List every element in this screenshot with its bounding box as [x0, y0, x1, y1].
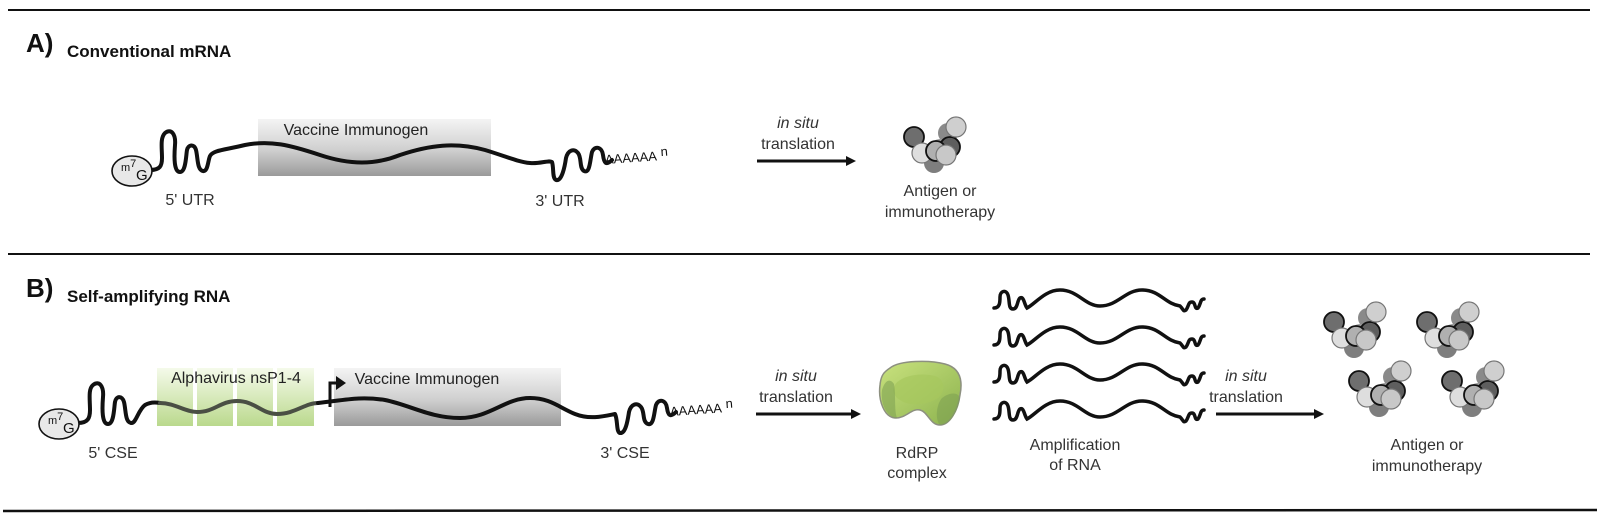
svg-text:n: n	[725, 396, 733, 411]
panel-b-letter: B)	[26, 273, 53, 303]
amplification-label-line2: of RNA	[1049, 457, 1101, 474]
panel-a: A) Conventional mRNA Vaccine Immunogen m…	[26, 28, 995, 221]
arrow-b2-line1: in situ	[1225, 368, 1267, 385]
utr5-label: 5' UTR	[165, 192, 214, 209]
antigen-subunit	[1458, 301, 1480, 323]
rna-copy	[992, 362, 1206, 387]
subgenomic-promoter-arrowhead	[336, 376, 346, 390]
product-b-line1: Antigen or	[1391, 437, 1465, 454]
rna-copy	[992, 325, 1206, 350]
sarna-strand-b	[76, 381, 162, 426]
nsp-segment-1	[157, 368, 193, 426]
subgenomic-promoter-arrow	[328, 381, 338, 407]
alphavirus-nsp-box	[157, 368, 314, 426]
vaccine-immunogen-label-b: Vaccine Immunogen	[355, 371, 500, 388]
antigen-cluster-a	[903, 116, 967, 173]
m7g-cap-superscript-a: m7	[121, 158, 136, 174]
antigen-subunit	[1390, 360, 1412, 382]
rdrp-label-line2: complex	[887, 465, 947, 482]
polya-tail-a: AAAAAA n	[604, 144, 668, 167]
cse5-label: 5' CSE	[88, 445, 137, 462]
mrna-strand-a	[148, 129, 614, 183]
rdrp-label-line1: RdRP	[896, 445, 939, 462]
svg-text:AAAAAA: AAAAAA	[604, 148, 657, 167]
nsp-segment-4	[277, 368, 314, 426]
antigen-subunit	[1473, 388, 1495, 410]
arrow-a-line1: in situ	[777, 115, 819, 132]
m7g-cap-a	[111, 155, 153, 187]
antigen-subunit	[945, 116, 967, 138]
antigen-subunit	[1380, 388, 1402, 410]
m7g-cap-superscript-b: m7	[48, 411, 63, 427]
amplified-rna-copies	[992, 288, 1206, 424]
panel-a-letter: A)	[26, 28, 53, 58]
alphavirus-nsp-label: Alphavirus nsP1-4	[171, 370, 301, 387]
vaccine-immunogen-label-a: Vaccine Immunogen	[284, 122, 429, 139]
antigen-subunit	[1448, 329, 1470, 351]
panel-a-title: Conventional mRNA	[67, 42, 231, 61]
amplification-label-line1: Amplification	[1030, 437, 1121, 454]
cse3-label: 3' CSE	[600, 445, 649, 462]
product-a-line2: immunotherapy	[885, 204, 995, 221]
panel-b: B) Self-amplifying RNA Alphavirus nsP1-4…	[26, 273, 1505, 482]
svg-text:n: n	[660, 144, 668, 159]
antigen-cluster-b1	[1323, 301, 1387, 358]
sarna-strand-b-replicase	[158, 398, 320, 417]
bottom-rule	[2, 508, 1598, 513]
antigen-subunit	[1355, 329, 1377, 351]
arrow-b1-line1: in situ	[775, 368, 817, 385]
rna-copy	[992, 288, 1206, 313]
antigen-subunit	[1365, 301, 1387, 323]
svg-text:AAAAAA: AAAAAA	[669, 400, 722, 419]
utr3-label: 3' UTR	[535, 193, 584, 210]
m7g-cap-b	[38, 408, 80, 440]
antigen-subunit	[1483, 360, 1505, 382]
m7g-cap-base-a: G	[136, 167, 148, 184]
m7g-cap-base-b: G	[63, 420, 75, 437]
rna-copy	[992, 399, 1206, 424]
nsp-segment-2	[197, 368, 233, 426]
antigen-subunit	[935, 144, 957, 166]
panel-b-title: Self-amplifying RNA	[67, 287, 230, 306]
arrow-a-line2: translation	[761, 136, 835, 153]
rdrp-complex-icon	[878, 360, 962, 426]
nsp-segment-3	[237, 368, 273, 426]
antigen-cluster-b3	[1348, 360, 1412, 417]
product-a-line1: Antigen or	[904, 183, 978, 200]
arrow-b2-line2: translation	[1209, 389, 1283, 406]
antigen-cluster-b2	[1416, 301, 1480, 358]
polya-tail-b: AAAAAA n	[669, 396, 733, 419]
product-b-line2: immunotherapy	[1372, 458, 1482, 475]
arrow-b1-line2: translation	[759, 389, 833, 406]
sarna-strand-b-gene	[316, 396, 678, 435]
antigen-cluster-b4	[1441, 360, 1505, 417]
